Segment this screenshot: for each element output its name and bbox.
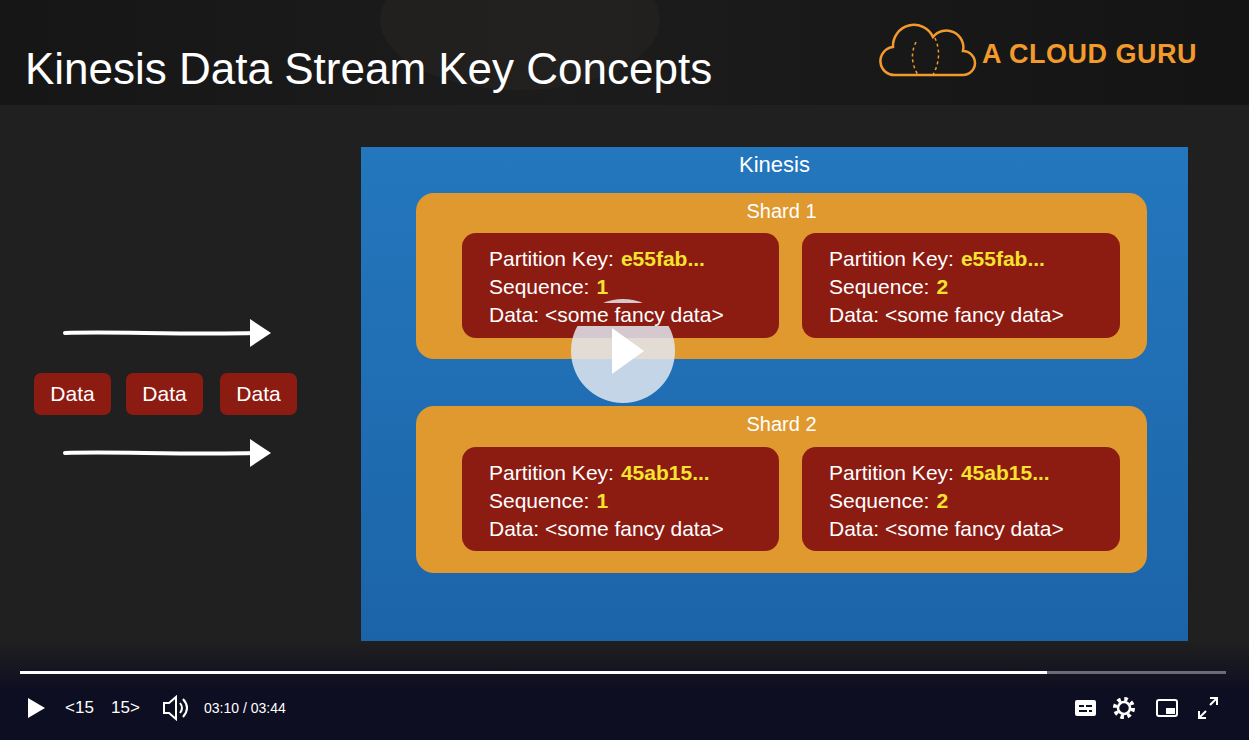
box-label: Kinesis	[739, 152, 810, 177]
fullscreen-icon	[1199, 698, 1217, 718]
data-record-box: Data	[220, 373, 297, 415]
box-label: Shard 1	[746, 200, 816, 222]
time-display: 03:10 / 03:44	[204, 700, 286, 716]
label-wrap: 03:10 / 03:44	[204, 699, 286, 717]
field-label: Sequence:	[489, 489, 589, 512]
field-label: Partition Key:	[489, 247, 614, 270]
field-label: Sequence:	[829, 275, 929, 298]
shard-box: Partition Key: e55fab... Sequence: 1Data: <…	[416, 193, 1147, 359]
field-value: 1	[596, 275, 608, 298]
field-label: Data: <some fancy data>	[489, 517, 724, 540]
field-value: 2	[936, 489, 948, 512]
field-value: 45ab15...	[621, 461, 710, 484]
field-value: e55fab...	[961, 247, 1045, 270]
input-arrow	[65, 332, 258, 333]
field-label: Sequence:	[829, 489, 929, 512]
subtitles-line	[1079, 710, 1087, 712]
settings-gear	[1118, 702, 1130, 714]
box-label: Data	[236, 382, 280, 405]
shard-box: Partition Key: 45ab15... Sequence: 1Data: <…	[416, 406, 1147, 573]
field-label: Data: <some fancy data>	[829, 517, 1064, 540]
rewind-button: <15	[65, 698, 94, 717]
play-icon	[28, 698, 45, 718]
label-wrap: <15	[65, 698, 94, 718]
subtitles-line	[1079, 705, 1084, 707]
record-box: Partition Key: e55fab... Sequence: 2Data: <…	[802, 233, 1120, 338]
controls-fade	[0, 640, 1249, 690]
kinesis-stream-box: Partition Key:e55fab...Sequence:1Data: <…	[361, 147, 1188, 641]
record-box: Partition Key: 45ab15... Sequence: 1Data: <…	[462, 447, 779, 551]
pip-icon	[1157, 700, 1177, 716]
progress-track	[20, 671, 1226, 674]
slide-title-wrap: Kinesis Data Stream Key Concepts	[25, 44, 712, 94]
box-label: Data	[50, 382, 94, 405]
field-label: Data: <some fancy data>	[829, 303, 1064, 326]
progress-played	[20, 671, 1047, 674]
logo-cloud	[880, 25, 975, 75]
label-wrap: A CLOUD GURU	[982, 38, 1197, 70]
field-label: Partition Key:	[829, 461, 954, 484]
data-record-box: Data	[126, 373, 203, 415]
play-triangle	[612, 328, 644, 374]
record-box: Partition Key: 45ab15... Sequence: 2Data: <…	[802, 447, 1120, 551]
field-value: 2	[936, 275, 948, 298]
logo-cloud-detail	[912, 38, 938, 75]
field-value: 45ab15...	[961, 461, 1050, 484]
field-label: Partition Key:	[489, 461, 614, 484]
record-box: Partition Key: e55fab... Sequence: 1Data: <…	[462, 233, 779, 338]
field-label: Sequence:	[489, 275, 589, 298]
volume-icon	[164, 697, 176, 719]
label-wrap: 15>	[111, 698, 140, 718]
subtitles-line	[1089, 710, 1092, 712]
input-arrow	[65, 452, 258, 453]
arrow-head	[250, 319, 271, 347]
field-value: e55fab...	[621, 247, 705, 270]
subtitles-line	[1086, 705, 1092, 707]
pip-window	[1166, 708, 1175, 714]
data-record-box: Data	[34, 373, 111, 415]
field-label: Data: <some fancy data>	[489, 303, 724, 326]
forward-button: 15>	[111, 698, 140, 717]
slide-title: Kinesis Data Stream Key Concepts	[25, 44, 712, 93]
controls-bar	[0, 690, 1249, 740]
arrow-head	[250, 439, 271, 467]
field-label: Partition Key:	[829, 247, 954, 270]
box-label: Shard 2	[746, 413, 816, 435]
play-button	[571, 299, 675, 403]
volume-waves	[180, 699, 187, 717]
brand-logo-text: A CLOUD GURU	[982, 39, 1197, 69]
box-label: Data	[142, 382, 186, 405]
settings-gear-teeth	[1115, 699, 1133, 717]
subtitles-icon	[1075, 700, 1096, 716]
header-band	[0, 0, 1249, 105]
field-value: 1	[596, 489, 608, 512]
